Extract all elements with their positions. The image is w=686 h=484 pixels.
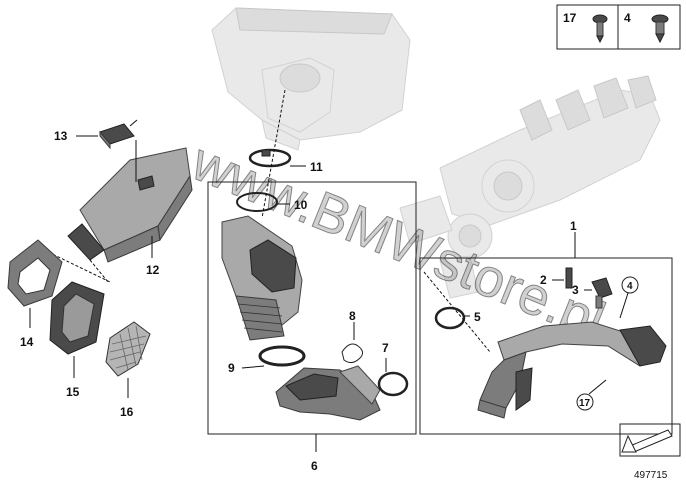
callout-12: 12 [146, 263, 160, 277]
callout-3: 3 [572, 283, 579, 297]
assembly-1-frame: 1 [419, 219, 673, 435]
part-9-clamp: 9 [228, 361, 265, 375]
callout-5: 5 [474, 310, 481, 324]
callout-6: 6 [311, 459, 318, 473]
callout-15: 15 [66, 385, 80, 399]
part-15-frame: 15 [49, 281, 105, 399]
fasteners-box: 17 4 [556, 4, 681, 50]
screw-icon [592, 14, 608, 44]
svg-text:4: 4 [627, 281, 633, 292]
assembly-6-frame: 6 [207, 181, 417, 473]
exhaust-downpipe [477, 321, 667, 419]
view-direction-box: 497715 [619, 423, 681, 481]
part-12-intake-duct: 12 [67, 140, 193, 277]
callout-11: 11 [310, 160, 323, 174]
part-11-clamp: 11 [248, 148, 323, 174]
callout-13: 13 [54, 129, 68, 143]
callout-2: 2 [540, 273, 547, 287]
part-7-oring: 7 [377, 341, 409, 397]
fastener-label-17: 17 [563, 11, 577, 25]
svg-text:17: 17 [579, 398, 591, 409]
callout-4-circle: 4 [619, 276, 639, 319]
air-filter-housing-ghost [211, 7, 411, 151]
bolt-icon [651, 14, 669, 44]
callout-9: 9 [228, 361, 235, 375]
part-5-clamp: 5 [434, 306, 481, 330]
manifold-turbo-ghost [399, 75, 661, 299]
part-2-sensor: 2 [540, 267, 573, 289]
callout-14: 14 [20, 335, 34, 349]
callout-1: 1 [570, 219, 577, 233]
callout-7: 7 [382, 341, 389, 355]
part-8-wire: 8 [341, 309, 364, 364]
part-14-gasket: 14 [7, 239, 63, 349]
part-16-mesh: 16 [105, 321, 151, 419]
fastener-label-4: 4 [624, 11, 631, 25]
intake-pipe-assembly [221, 215, 381, 421]
part-3-sensor: 3 [572, 277, 613, 309]
callout-16: 16 [120, 405, 134, 419]
part-13-pad: 13 [54, 119, 138, 150]
diagram-number: 497715 [634, 470, 668, 481]
callout-10: 10 [294, 198, 308, 212]
callout-8: 8 [349, 309, 356, 323]
part-10-seal: 10 [236, 192, 308, 212]
callout-17-circle: 17 [576, 379, 607, 411]
